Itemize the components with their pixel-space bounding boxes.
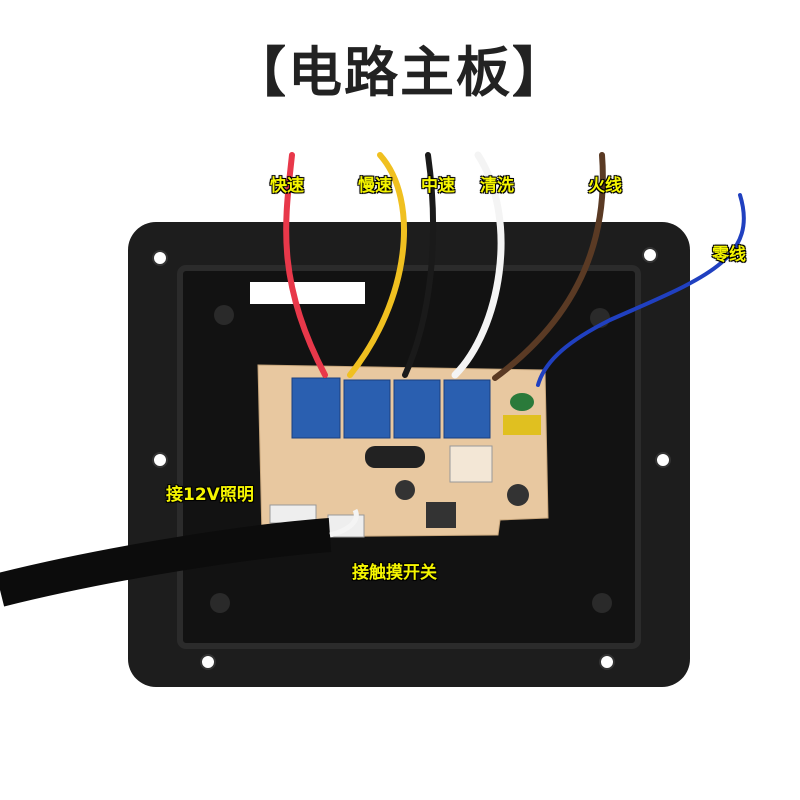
label-slow: 慢速: [358, 176, 392, 196]
label-medium: 中速: [421, 176, 455, 196]
mounting-holes: [152, 247, 671, 670]
pvc-cable: [0, 518, 332, 607]
label-fast: 快速: [270, 176, 304, 196]
capacitor-x: [503, 415, 541, 435]
relays: [291, 377, 491, 439]
label-clean: 清洗: [480, 176, 514, 196]
page-title: 【电路主板】: [232, 41, 568, 104]
label-touch-switch: 接触摸开关: [352, 563, 437, 583]
label-neutral: 零线: [712, 245, 746, 265]
cutout-slot: [250, 282, 365, 304]
label-live: 火线: [588, 176, 622, 196]
wires: [283, 151, 746, 387]
label-12v-light: 接12V照明: [166, 485, 254, 505]
